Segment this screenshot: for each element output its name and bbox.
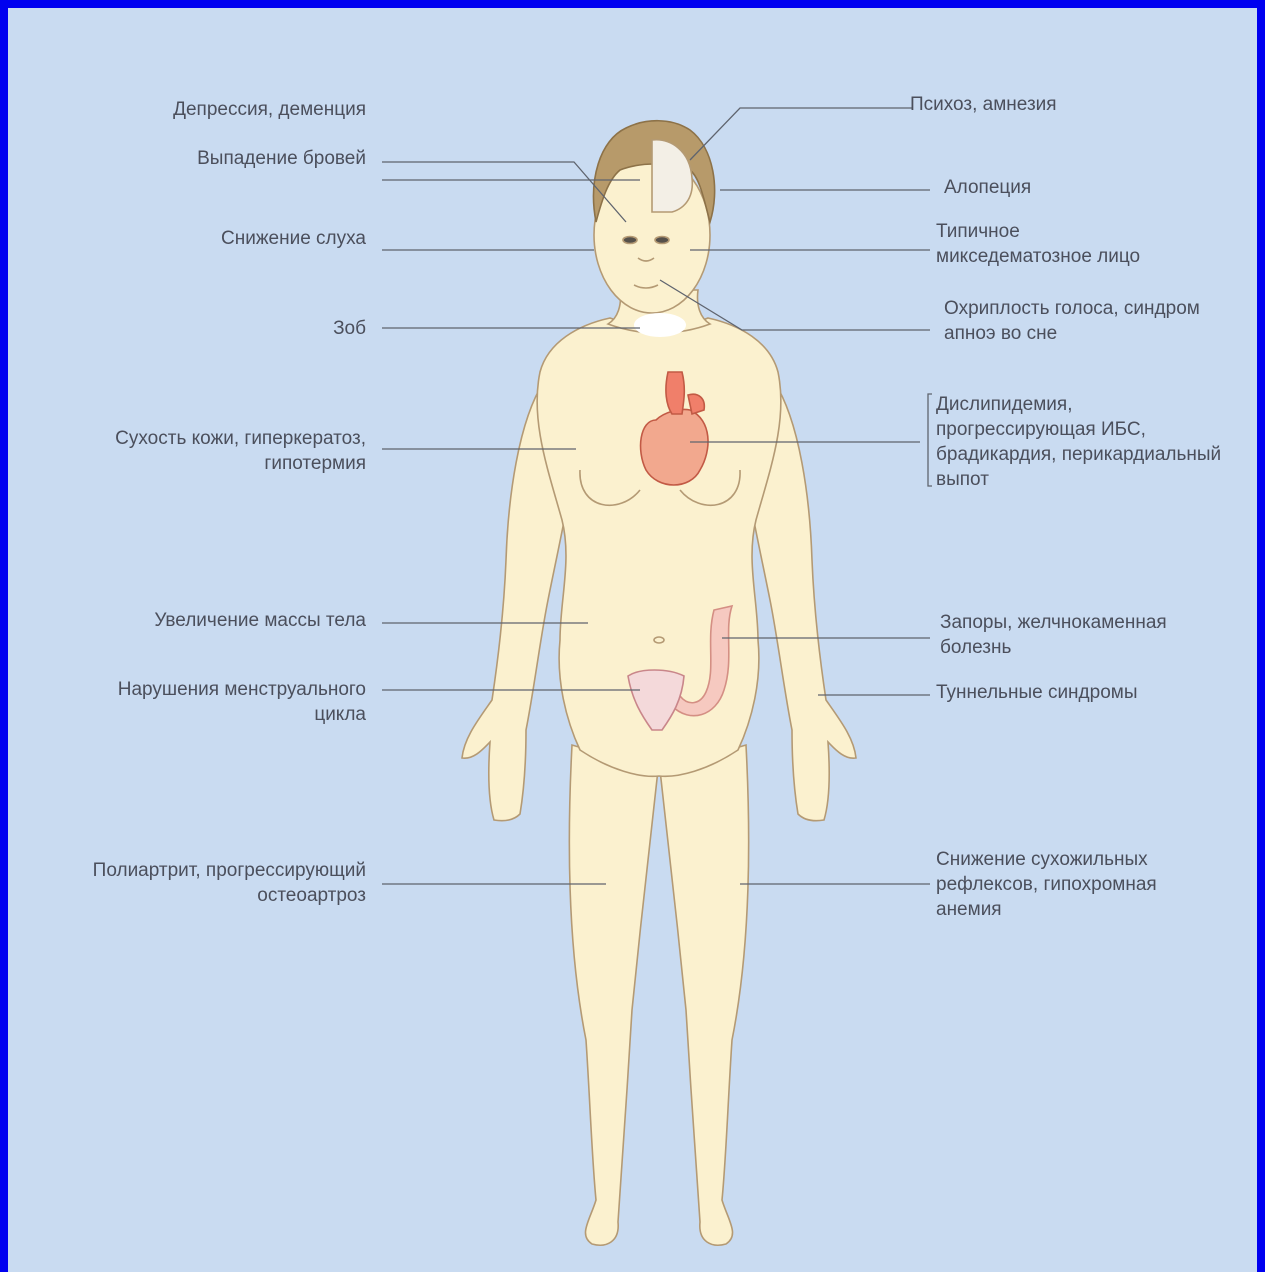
label-skin: Сухость кожи, гиперкератоз, гипотермия [115,426,366,476]
label-polyarthritis: Полиартрит, прогрессирующий остеоартроз [93,858,366,908]
label-alopecia: Алопеция [944,175,1031,200]
human-figure [462,121,856,1245]
label-hearing: Снижение слуха [221,226,366,251]
psychosis-leader-line [690,108,912,160]
label-psychosis: Психоз, амнезия [910,92,1057,117]
label-weight: Увеличение массы тела [154,608,366,633]
label-menstrual: Нарушения менструального цикла [118,677,366,727]
label-eyebrows: Выпадение бровей [197,146,366,171]
right-eye [655,237,669,244]
label-heart: Дислипидемия, прогрессирующая ИБС, бради… [936,392,1221,492]
label-reflexes: Снижение сухожильных рефлексов, гипохром… [936,847,1157,922]
right-leg [660,745,749,1245]
left-leg [569,745,658,1245]
label-depression: Депрессия, деменция [173,97,366,122]
heart-label-bracket [928,394,932,486]
left-eye [623,237,637,244]
label-goiter: Зоб [333,316,366,341]
label-constipation: Запоры, желчнокаменная болезнь [940,610,1167,660]
label-tunnel: Туннельные синдромы [936,680,1138,705]
navel [654,637,664,643]
goiter-gland [634,313,686,337]
label-voice: Охриплость голоса, синдром апноэ во сне [944,296,1200,346]
eyebrows-leader-line [382,162,626,222]
label-face: Типичное микседематозное лицо [936,219,1140,269]
